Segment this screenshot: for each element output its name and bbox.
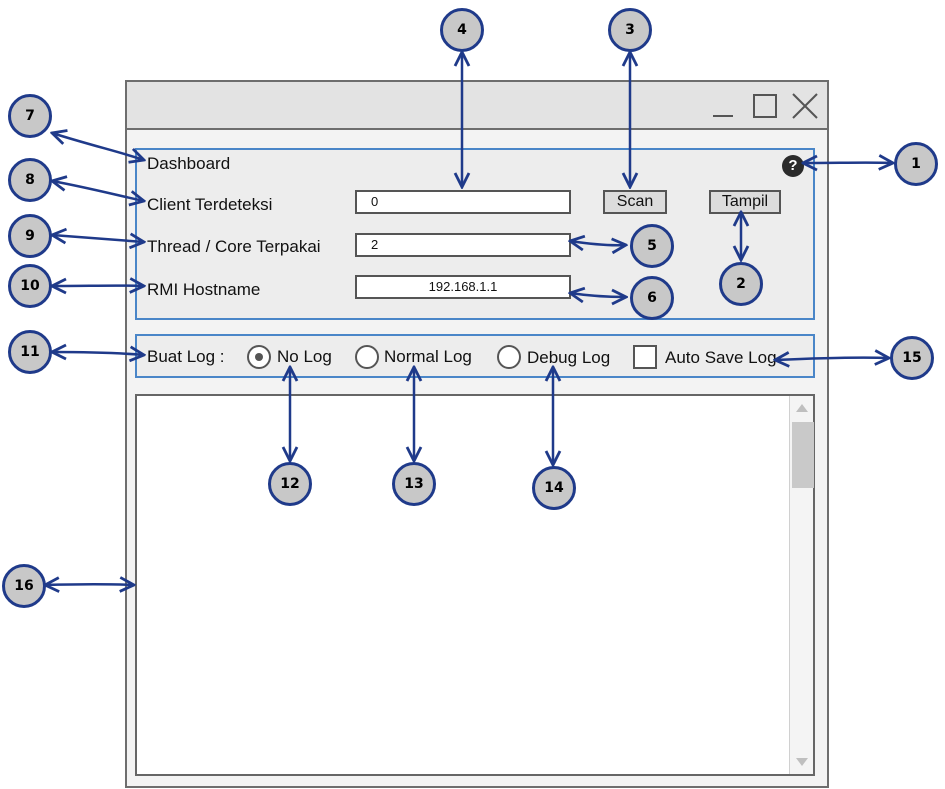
callout-1: 1 bbox=[894, 142, 938, 186]
auto-save-log-label[interactable]: Auto Save Log bbox=[665, 348, 777, 367]
rmi-hostname-label: RMI Hostname bbox=[147, 280, 261, 299]
log-options-group: Buat Log : No Log Normal Log Debug Log A… bbox=[135, 334, 815, 378]
callout-2: 2 bbox=[719, 262, 763, 306]
normal-log-radio[interactable] bbox=[355, 345, 379, 369]
scroll-up-icon[interactable] bbox=[794, 402, 810, 414]
title-bar bbox=[127, 82, 827, 130]
callout-14: 14 bbox=[532, 466, 576, 510]
client-terdeteksi-label: Client Terdeteksi bbox=[147, 195, 273, 214]
dashboard-group: Dashboard ? Client Terdeteksi 0 Thread /… bbox=[135, 148, 815, 320]
callout-13: 13 bbox=[392, 462, 436, 506]
log-output-area[interactable] bbox=[135, 394, 815, 776]
help-icon[interactable]: ? bbox=[782, 155, 804, 177]
close-icon[interactable] bbox=[789, 90, 821, 122]
no-log-radio[interactable] bbox=[247, 345, 271, 369]
callout-9: 9 bbox=[8, 214, 52, 258]
callout-15: 15 bbox=[890, 336, 934, 380]
thread-core-field[interactable]: 2 bbox=[355, 233, 571, 257]
callout-10: 10 bbox=[8, 264, 52, 308]
debug-log-label[interactable]: Debug Log bbox=[527, 348, 611, 367]
callout-12: 12 bbox=[268, 462, 312, 506]
app-window: Dashboard ? Client Terdeteksi 0 Thread /… bbox=[125, 80, 829, 788]
scan-button[interactable]: Scan bbox=[603, 190, 667, 214]
callout-5: 5 bbox=[630, 224, 674, 268]
maximize-icon[interactable] bbox=[749, 90, 781, 122]
callout-11: 11 bbox=[8, 330, 52, 374]
minimize-icon[interactable] bbox=[707, 90, 739, 122]
scroll-thumb[interactable] bbox=[792, 422, 814, 488]
client-count-field[interactable]: 0 bbox=[355, 190, 571, 214]
buat-log-label: Buat Log : bbox=[147, 347, 225, 366]
thread-core-label: Thread / Core Terpakai bbox=[147, 237, 321, 256]
radio-selected-dot bbox=[255, 353, 263, 361]
callout-4: 4 bbox=[440, 8, 484, 52]
callout-6: 6 bbox=[630, 276, 674, 320]
callout-3: 3 bbox=[608, 8, 652, 52]
scroll-down-icon[interactable] bbox=[794, 756, 810, 768]
tampil-button[interactable]: Tampil bbox=[709, 190, 781, 214]
callout-7: 7 bbox=[8, 94, 52, 138]
vertical-scrollbar[interactable] bbox=[789, 396, 814, 774]
auto-save-log-checkbox[interactable] bbox=[633, 345, 657, 369]
callout-8: 8 bbox=[8, 158, 52, 202]
rmi-hostname-field[interactable]: 192.168.1.1 bbox=[355, 275, 571, 299]
callout-16: 16 bbox=[2, 564, 46, 608]
dashboard-title: Dashboard bbox=[147, 154, 231, 173]
debug-log-radio[interactable] bbox=[497, 345, 521, 369]
normal-log-label[interactable]: Normal Log bbox=[384, 347, 472, 366]
no-log-label[interactable]: No Log bbox=[277, 347, 332, 366]
